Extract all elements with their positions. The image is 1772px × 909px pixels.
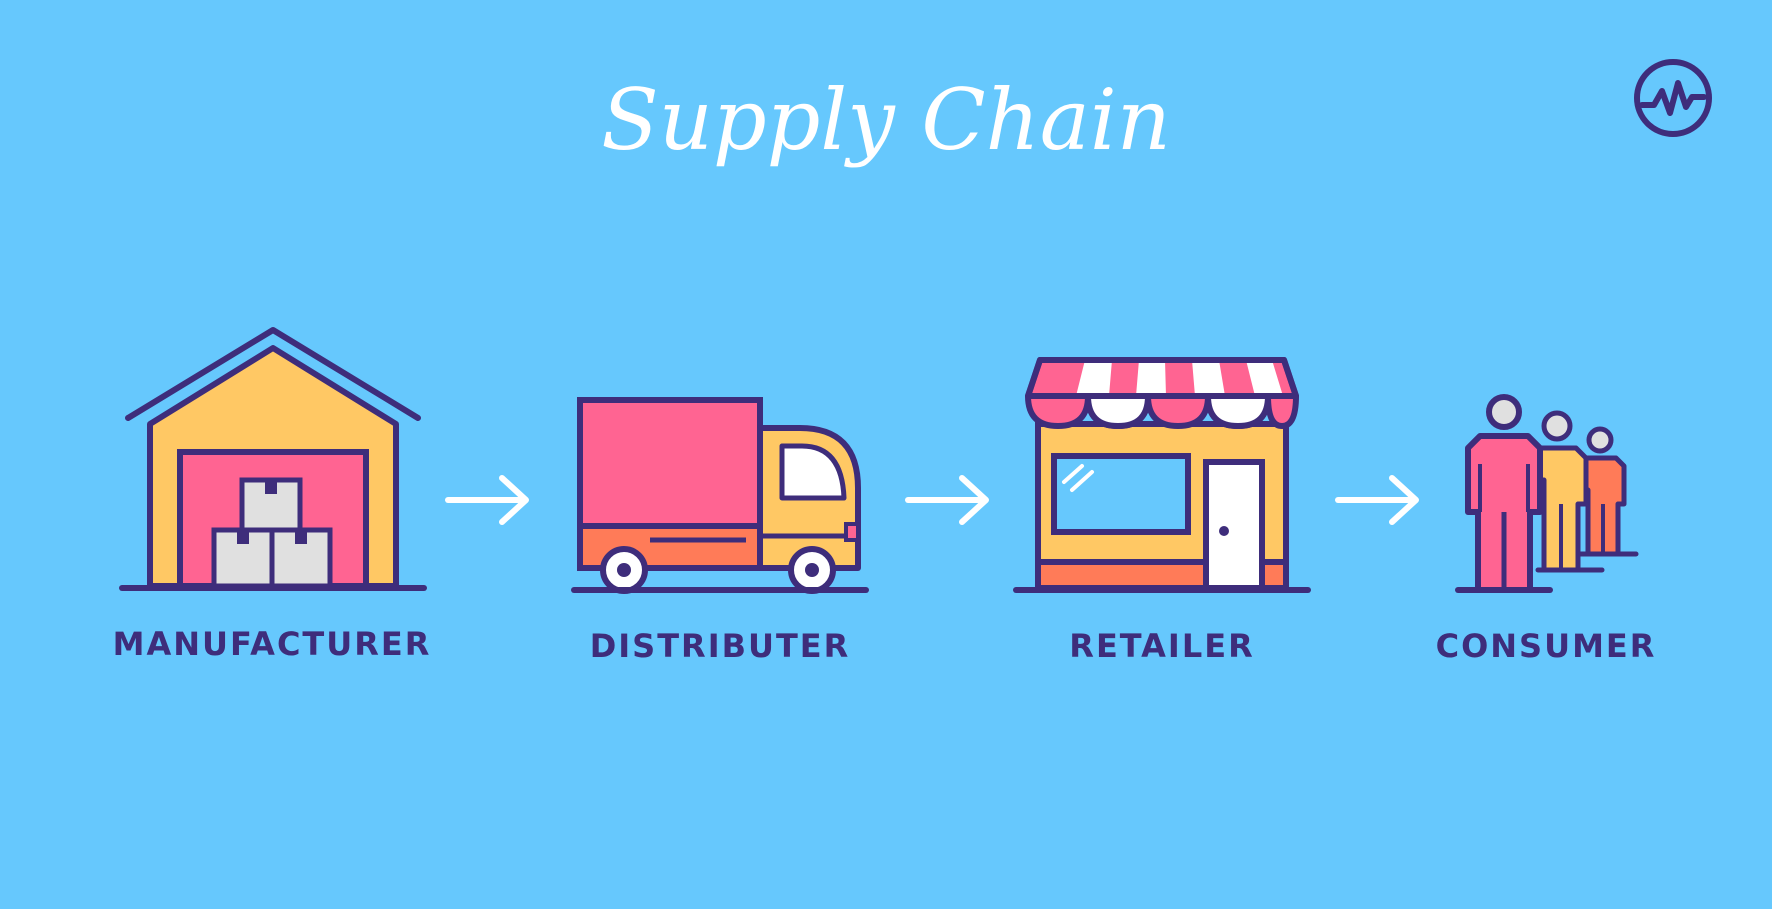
page-title: Supply Chain bbox=[601, 71, 1171, 169]
stage-retailer bbox=[1012, 354, 1312, 596]
arrow-right-icon bbox=[1335, 475, 1419, 525]
storefront-icon bbox=[1013, 357, 1311, 593]
stage-distributer bbox=[570, 396, 870, 596]
warehouse-icon bbox=[119, 327, 427, 591]
stage-label: CONSUMER bbox=[1435, 627, 1657, 665]
delivery-truck-icon bbox=[571, 397, 869, 594]
stage-consumer bbox=[1454, 394, 1640, 596]
stage-label: MANUFACTURER bbox=[112, 625, 432, 663]
stage-label: DISTRIBUTER bbox=[589, 627, 851, 665]
stage-manufacturer bbox=[118, 322, 428, 594]
stage-label: RETAILER bbox=[1069, 627, 1255, 665]
pulse-wave-icon bbox=[1634, 59, 1712, 137]
arrow-right-icon bbox=[445, 475, 529, 525]
arrow-right-icon bbox=[905, 475, 989, 525]
people-icon bbox=[1455, 394, 1639, 593]
